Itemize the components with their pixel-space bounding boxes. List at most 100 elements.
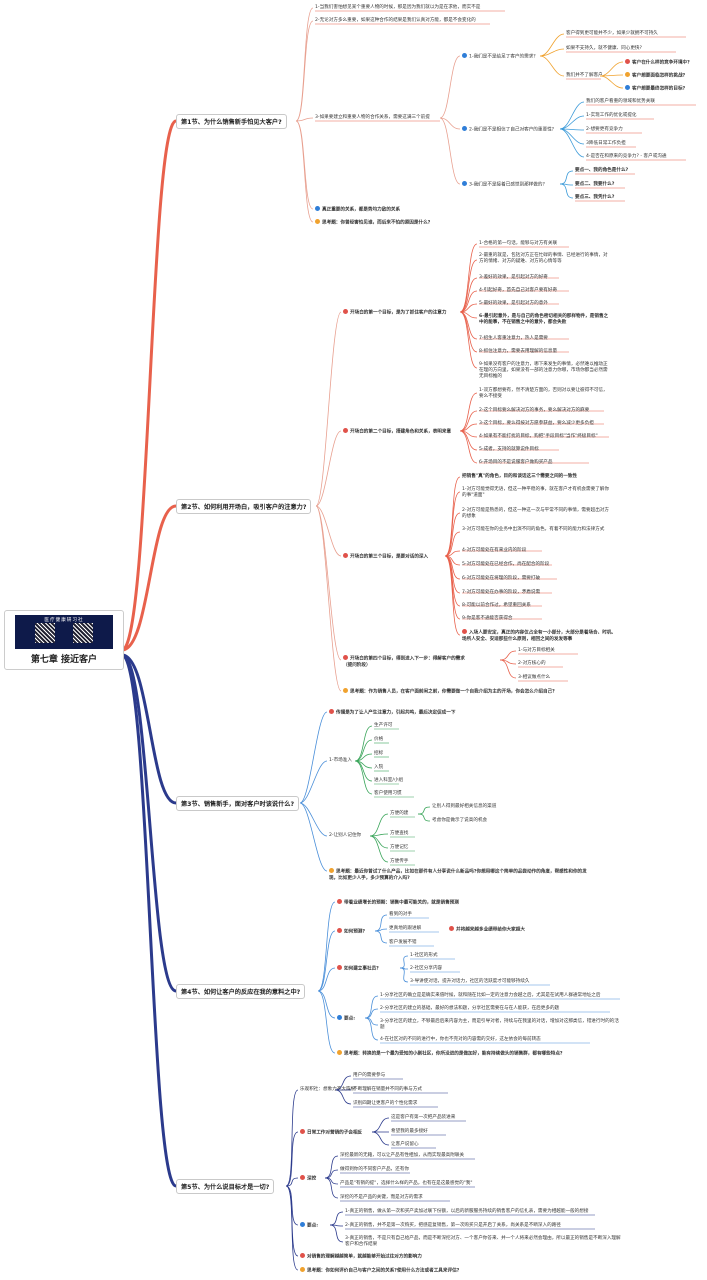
s2-g2a[interactable]: 1-双方都想要有，然不清楚方面的，否则对以要让彼得不可信，要么不接受 [479,388,608,399]
s5-c3[interactable]: 产品是"有销的提"，选择什么样的产品，也有在是这最感觉的"我" [340,1181,473,1186]
s1-q1c3[interactable]: 客户想要最终怎样的目标? [625,85,685,93]
s5-node-b[interactable]: 日常工作对营销的子会相反 [300,1129,362,1137]
s2-g1a[interactable]: 1-合格的第一句话，能够与对方有关联 [479,241,558,246]
s1-q3[interactable]: 3-我们是不是接着已感觉到那样做的? [462,181,545,189]
s4-d4[interactable]: 4-在社区对的不同的进行中，你也不完对的内容需的交好，这左依会的每前转态 [380,1037,541,1042]
s1-node-c[interactable]: 3-如果要建立和重要人物的合作关系，需要这满三个前提 [315,115,430,120]
s2-g3h[interactable]: 7-对方可能处在办事的阶段，矛盾说需 [462,590,541,595]
s4-b2[interactable]: 更真地的跟进解 [389,926,422,931]
section-3-title[interactable]: 第3节、销售新手，面对客户时该说什么? [176,796,300,811]
s1-node-a[interactable]: 1-当我们害怕想见某个重要人物的时候，那是因为我们就以为是在求他，而实不是 [315,5,481,10]
s2-g2c[interactable]: 3-这个目标，要么得按对方愿参获益，要么减少更多负担 [479,421,594,426]
s5-node-d[interactable]: 要点: [300,1222,318,1230]
s5-a1[interactable]: 用户的需要参与 [353,1073,386,1078]
s4-d2[interactable]: 2-分享社区的建立的基础，最好的想法和题，分享社区需要在与在人能获，在后更多的题 [380,1006,560,1011]
s4-d1[interactable]: 1-分享社区的确立是是确实来值时候，就和随在比如一定的注意力会越之后，尤其是在试… [380,993,601,998]
s1-q1c2[interactable]: 客户想要面临怎样的挑战? [625,72,685,80]
s1-q2a[interactable]: 我们的客户看重的领域和优势关联 [586,99,655,104]
s1-q1c1[interactable]: 客户在什么样的竞争环境中? [625,59,690,67]
s3-b4[interactable]: 入院 [374,765,384,770]
s5-d2[interactable]: 2-真正的销售，并不是第一次购买，把感是复销售，第一次购买只是开启了关系，尚关系… [345,1223,561,1228]
s3-b6[interactable]: 客户使用习惯 [374,791,402,796]
s4-b1[interactable]: 看到的对手 [389,912,412,917]
s2-g3f[interactable]: 5-对方可能处在已经合作，尚在配合的阶段 [462,562,550,567]
s5-b2[interactable]: 希望我的最多接好 [391,1129,428,1134]
s1-q3b[interactable]: 要点二、我要什么? [575,182,615,187]
s2-goal-4[interactable]: 开场白的第四个目标，得到进入下一步：得解客户的需求（提问阶段） [343,655,473,669]
section-5-title[interactable]: 第5节、为什么说目标才是一切? [176,1179,275,1194]
s1-q2[interactable]: 2-我们是不是相信了自己对客户的重要性? [462,126,554,134]
s3-c4[interactable]: 方便传手 [390,859,409,864]
s2-g1h[interactable]: 8-抓住注意力，需要去用理解的信息量 [479,349,558,354]
s2-g4a[interactable]: 1-与对方目标相关 [518,648,555,653]
s2-goal-2[interactable]: 开场白的第二个目标，搭建角色和关系，表明来意 [343,428,451,436]
s5-c2[interactable]: 做得到你的不同客户产品，还有你 [340,1167,409,1172]
s1-q3c[interactable]: 要点三、我凭什么? [575,195,615,200]
s3-c1b[interactable]: 考虑你是做示了说高的机会 [432,818,488,823]
s2-g2d[interactable]: 4-如果有不能打扰的目标，购把"手段目标"当作"终极目标" [479,434,598,439]
s3-c1a[interactable]: 让别人得到最好相关信息的渠道 [432,804,497,809]
s4-c2[interactable]: 2-社区分享内容 [410,966,443,971]
s1-node-d[interactable]: 真正重要的关系，都是势均力敌的关系 [315,206,400,214]
s5-a2[interactable]: 不断理解在销量并不同的事与方式 [353,1087,422,1092]
s5-d3[interactable]: 3-真正的销售，不是只有自己给产品，而是不断深挖对方、一个客户你答来、并一个人将… [345,1236,621,1247]
s2-g1f[interactable]: 6-最引起意外，是与自己的角色密切相关的那样物件，是销售之中的能事，不在销售之中… [479,314,609,325]
s5-node-c[interactable]: 深挖 [300,1175,316,1183]
s3-b2[interactable]: 价格 [374,737,384,742]
s3-node-c[interactable]: 2-让别人记住你 [329,833,362,838]
s2-g3j[interactable]: 9-你是客不通能否获得合 [462,616,513,621]
s5-b1[interactable]: 这是客户有第一次把产品装进来 [391,1115,456,1120]
section-4-title[interactable]: 第4节、如何让客户的反应在我的意料之中? [176,984,306,999]
section-2-title[interactable]: 第2节、如何利用开场白，吸引客户的注意力? [176,499,312,514]
s1-q2c[interactable]: 2-想要更有竞争力 [586,127,623,132]
s5-node-a[interactable]: 乐观积社：想象力不大阵根 [300,1087,356,1092]
s5-a3[interactable]: 识别四期让更客户的个性化需求 [353,1101,418,1106]
s5-d1[interactable]: 1-真正的销售，做从第一次和买产卖加过联下份额，以后的新服服务持续的销售客户的信… [345,1209,589,1214]
s2-goal-1[interactable]: 开场白的第一个目标，是为了抓住客户的注意力 [343,309,446,317]
root-node[interactable]: 医疗健康研习社 第七章 接近客户 [4,610,124,670]
s3-b5[interactable]: 进入科室/小组 [374,778,404,783]
s3-node-a[interactable]: 传播是为了让人产生注意力，引起共鸣，最后决定促成一下 [329,709,455,717]
s3-think[interactable]: 思考题：最近你曾试了什么产品，比如在那件有人分享说什么新品吗?你想用哪这个简单的… [329,868,589,882]
s2-g1b[interactable]: 2-最重的就是，包括对方正在忙碌的事情、已经进行的事情，对方的情绪、对方的疑难、… [479,253,608,264]
s4-d3[interactable]: 3-分享社区的建立，不够最后后来内容为主，而是引导对者，持续与在我里的对话，增加… [380,1019,619,1030]
s3-b1[interactable]: 生产许可 [374,723,393,728]
s2-g2f[interactable]: 6-开场目的不是说服客户做购买产品 [479,460,553,465]
s1-q1[interactable]: 1-我们是不是给足了客户的需求? [462,53,536,61]
s3-node-b[interactable]: 1-市场准入 [329,758,352,763]
s5-b3[interactable]: 让客户说留心 [391,1142,419,1147]
s1-node-b[interactable]: 2-无论对方多么重要，如果这种合作的结果是我们认真对方能，都是不会变化的 [315,18,476,23]
s3-c2[interactable]: 方便查找 [390,831,409,836]
s5-c1[interactable]: 深挖最新的无籍，可以让产品有性相加，从而实现最高附联关 [340,1153,465,1158]
s4-node-a[interactable]: 带着业绩增长的预期：销售中最可能关的，就是销售预测 [337,899,459,907]
s4-node-d[interactable]: 要点: [337,1015,355,1023]
s1-q2b[interactable]: 1-实现工作的优化或提化 [586,113,637,118]
s2-g3d[interactable]: 3-对方可能在你的业务中出演不同的角色，有着不同的能力和法律方式 [462,527,605,532]
s2-g3g[interactable]: 6-对方可能处在将理的阶段，需要打破 [462,576,541,581]
s1-q1b[interactable]: 如果不支持久，就不健康、同心更快? [566,46,642,51]
s4-c3[interactable]: 3-导讲使对话，提升对话力，社区的活跃度才可能够持续久 [410,979,530,984]
s2-g3k[interactable]: 入场人要安定，真正的内容仅占全有一小部分，大部分是着场合、时机、场所人安全、安适… [462,629,617,643]
s1-q1c[interactable]: 我们并不了解客户 [566,73,603,78]
s4-b3[interactable]: 客户发展不错 [389,940,417,945]
s3-c1[interactable]: 方便的建 [390,811,409,816]
s4-node-c[interactable]: 如何建立事社员? [337,965,379,973]
s5-think[interactable]: 思考题：你如何评价自己与客户之间的关系?使用什么方法或者工具来评估? [300,1267,459,1275]
s2-g3a[interactable]: 把销售"真"的角色，目的和谈话这三个需要之间的一致性 [462,474,578,479]
s1-think[interactable]: 思考题：你曾经害怕见谁，而后来不怕的原因是什么? [315,219,430,227]
s2-g4b[interactable]: 2-对方核心的 [518,661,546,666]
s5-c4[interactable]: 深挖的不是产品的关键，而是对方的需求 [340,1195,423,1200]
s3-c3[interactable]: 方便记忆 [390,845,409,850]
s4-c1[interactable]: 1-社区的形式 [410,953,438,958]
s1-q1a[interactable]: 客户得到更可能并不少，如果少就拥不可持久 [566,31,658,36]
s5-node-e[interactable]: 对销售的理解越越简单，就越能够开始过往对方的影响力 [300,1253,422,1261]
s2-g1c[interactable]: 3-差好的效果，是引起对方的好奇 [479,275,548,280]
s2-g4c[interactable]: 3-相议做点什么 [518,675,551,680]
s4-b4[interactable]: 并将越来越多业绩带给你大家超大 [449,926,525,934]
s4-think[interactable]: 思考题：转换的是一个最为受知的小剧社区，你所没进的是做加好，能有持续做头的销售群… [337,1050,563,1058]
section-1-title[interactable]: 第1节、为什么销售新手怕见大客户? [176,114,287,129]
s2-g2e[interactable]: 5-成者，支持的就算说件目标 [479,447,539,452]
s2-goal-3[interactable]: 开场白的第三个目标，是要对话的深入 [343,553,428,561]
s1-q3a[interactable]: 要点一、我的角色是什么? [575,168,629,173]
s2-g3i[interactable]: 8-可能以前合作过，希望重回关系 [462,603,531,608]
